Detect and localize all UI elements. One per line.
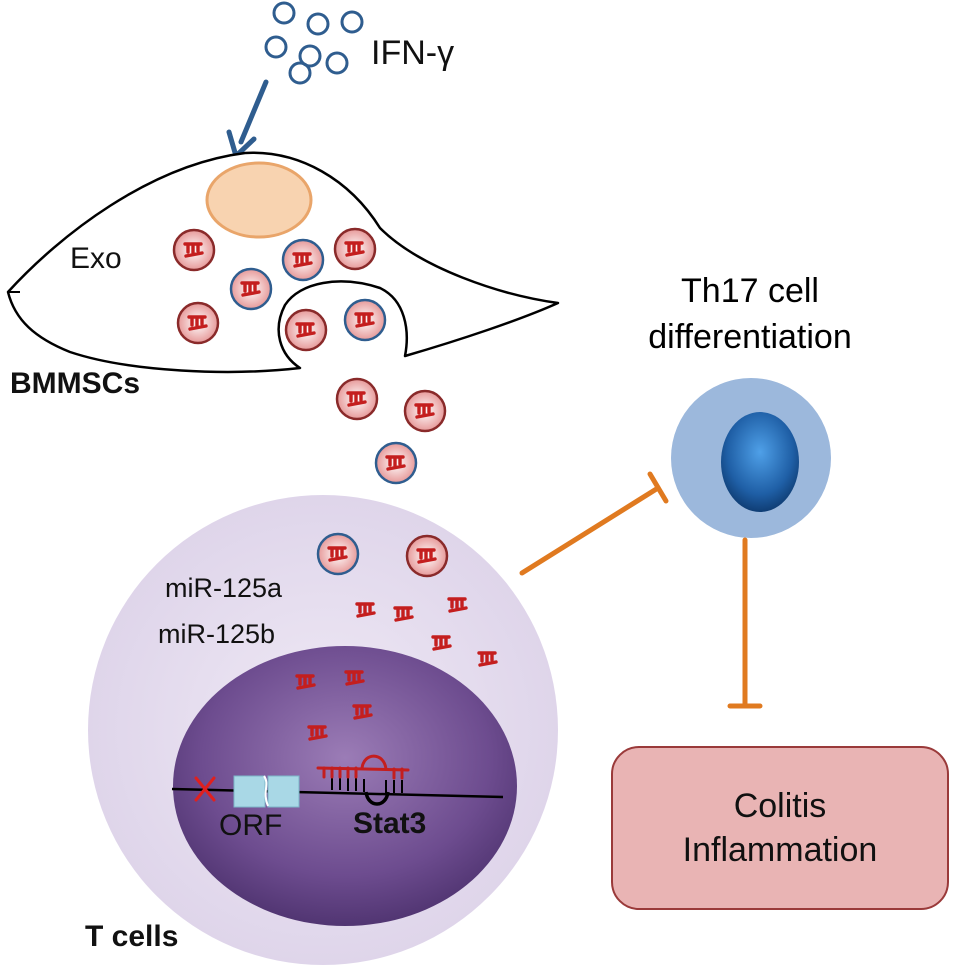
stat3-label: Stat3 [353, 807, 427, 840]
t-cell-exosomes [316, 532, 449, 578]
mirna [393, 606, 414, 622]
exosome [335, 377, 379, 421]
exosome [403, 389, 447, 433]
colitis-line2: Inflammation [682, 831, 878, 869]
th17-title-line1: Th17 cell [681, 272, 819, 310]
mirna [431, 635, 452, 651]
mirna [447, 597, 468, 613]
exosome [229, 267, 273, 311]
inhibit-colitis-line [727, 537, 763, 709]
exosomes [172, 227, 447, 485]
ifn-gamma-molecules [264, 1, 364, 85]
bmmscs-label: BMMSCs [10, 367, 141, 400]
exosome [281, 238, 325, 282]
exosome [333, 227, 377, 271]
ifn-molecule [272, 1, 296, 25]
t-cells-label: T cells [85, 920, 179, 953]
exosome [284, 308, 328, 352]
orf-block-right [267, 775, 300, 808]
mir125b-label: miR-125b [158, 619, 276, 649]
t-cell-nucleus [173, 646, 517, 926]
ifn-molecule [288, 61, 312, 85]
mirna [344, 670, 365, 686]
th17-cell-nucleus [721, 412, 799, 512]
mirna [295, 674, 316, 690]
colitis-inflammation-box: Colitis Inflammation [611, 746, 949, 910]
th17-title-line2: differentiation [648, 318, 852, 356]
ifn-molecule [340, 10, 364, 34]
utr-ticks [331, 778, 403, 793]
mirna [477, 651, 498, 667]
exosome [172, 228, 216, 272]
exosome [374, 441, 418, 485]
ifn-molecule [264, 35, 288, 59]
exosome [343, 298, 387, 342]
exosome [316, 532, 360, 576]
exosome [176, 301, 220, 345]
ifn-entry-arrow [226, 79, 269, 159]
bmmsc-nucleus [205, 161, 313, 239]
mirna [307, 725, 328, 741]
inhibit-th17-line [519, 471, 669, 576]
utr-loop [364, 791, 390, 806]
exo-label: Exo [70, 242, 122, 275]
ifn-molecule [298, 44, 322, 68]
mirna [355, 602, 376, 618]
ifn-gamma-label: IFN-γ [371, 34, 455, 72]
exosome [405, 534, 449, 578]
mirna [352, 704, 373, 720]
translation-block-x-icon [194, 776, 216, 802]
ifn-molecule [306, 12, 330, 36]
stat3-mrna [171, 754, 504, 808]
colitis-line1: Colitis [733, 787, 827, 825]
mir125a-label: miR-125a [165, 573, 283, 603]
bound-mirna [316, 754, 410, 780]
orf-block-left [233, 775, 266, 808]
th17-title: Th17 cell differentiation [600, 268, 900, 360]
orf-label: ORF [219, 809, 283, 842]
ifn-molecule [325, 51, 349, 75]
